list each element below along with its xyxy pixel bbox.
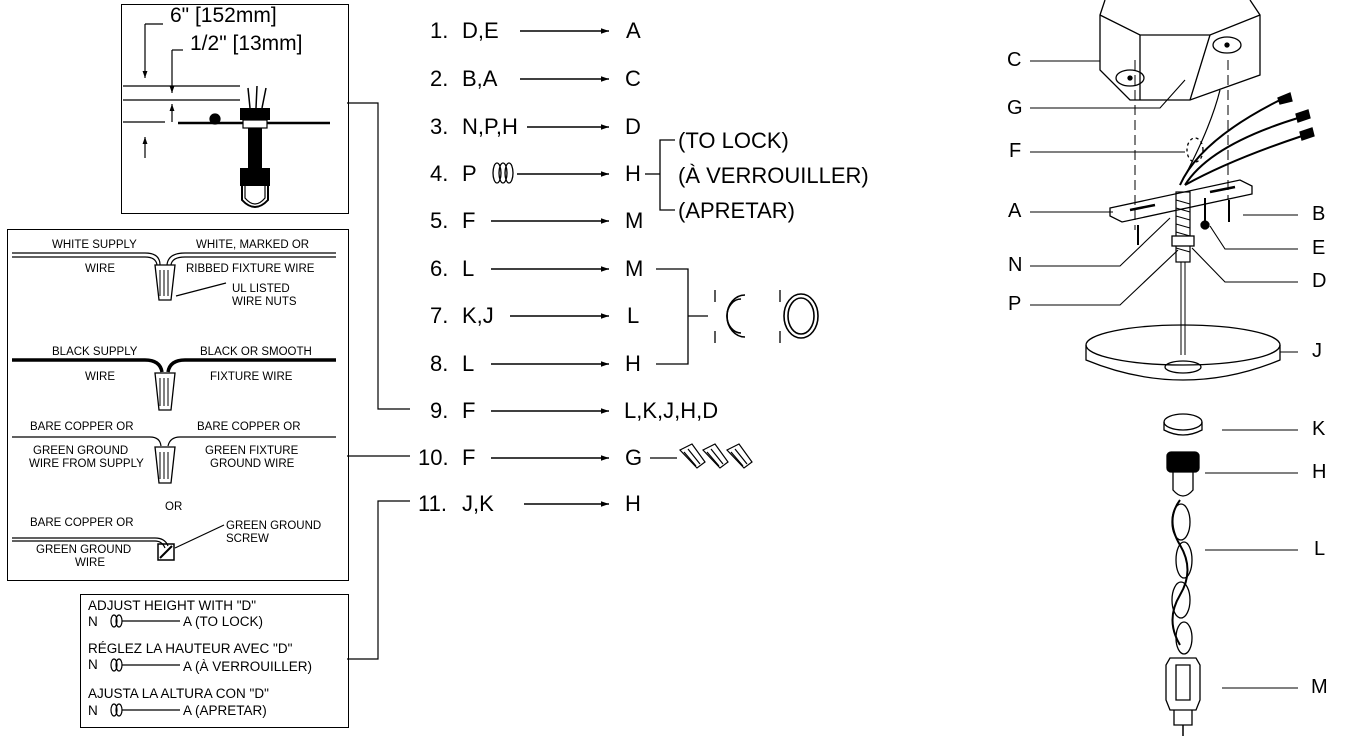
adjust-en-a: A (TO LOCK) bbox=[183, 614, 264, 629]
white-fixture-label-2: RIBBED FIXTURE WIRE bbox=[186, 263, 315, 275]
screw-right-label-2: SCREW bbox=[226, 533, 269, 545]
step-7-num: 7. bbox=[430, 303, 449, 328]
step-3-from: N,P,H bbox=[462, 114, 518, 139]
step-7-from: K,J bbox=[462, 303, 494, 328]
white-supply-label: WHITE SUPPLY bbox=[52, 239, 137, 251]
adjust-es-title: AJUSTA LA ALTURA CON "D" bbox=[88, 686, 269, 701]
lock-note-fr: (À VERROUILLER) bbox=[678, 163, 869, 188]
chain-link-icon bbox=[726, 293, 819, 339]
bare-right-label-2: GREEN FIXTURE bbox=[205, 445, 299, 457]
adjust-fr-a: A (À VERROUILLER) bbox=[183, 659, 313, 674]
part-label-e: E bbox=[1312, 237, 1326, 259]
step-4-to: H bbox=[625, 161, 641, 186]
part-label-m: M bbox=[1311, 676, 1328, 698]
step-1-to: A bbox=[626, 18, 641, 43]
lock-note-es: (APRETAR) bbox=[678, 198, 795, 223]
step-6-to: M bbox=[625, 256, 644, 281]
step-1-num: 1. bbox=[430, 18, 449, 43]
dim-6in-label: 6" [152mm] bbox=[170, 4, 277, 27]
lock-bracket bbox=[645, 139, 675, 211]
step-3-num: 3. bbox=[430, 114, 449, 139]
part-label-p: P bbox=[1008, 293, 1022, 315]
black-supply-wire-label: WIRE bbox=[85, 371, 116, 383]
step-11-to: H bbox=[625, 491, 641, 516]
step-8-to: H bbox=[625, 351, 641, 376]
adjust-fr-title: RÉGLEZ LA HAUTEUR AVEC "D" bbox=[88, 641, 293, 656]
step-10-num: 10. bbox=[418, 445, 449, 470]
bare-left-label-3: WIRE FROM SUPPLY bbox=[29, 458, 144, 470]
bare-left-label-1: BARE COPPER OR bbox=[30, 421, 134, 433]
step-11-num: 11. bbox=[418, 491, 447, 516]
step-5-to: M bbox=[625, 208, 644, 233]
part-label-n: N bbox=[1008, 254, 1023, 276]
step-11-from: J,K bbox=[462, 491, 494, 516]
screw-left-label-2: GREEN GROUND bbox=[36, 544, 132, 556]
step-4-num: 4. bbox=[430, 161, 449, 186]
wiring-instructions-box bbox=[7, 229, 349, 581]
step-2-to: C bbox=[625, 66, 641, 91]
step-10-to: G bbox=[625, 445, 643, 470]
ul-label-1: UL LISTED bbox=[232, 283, 290, 295]
step-3-to: D bbox=[625, 114, 641, 139]
part-label-d: D bbox=[1312, 270, 1327, 292]
step-7-to: L bbox=[627, 303, 640, 328]
screw-left-label-3: WIRE bbox=[75, 557, 106, 569]
step-9-to: L,K,J,H,D bbox=[624, 398, 719, 423]
bare-right-label-1: BARE COPPER OR bbox=[197, 421, 301, 433]
step-8-num: 8. bbox=[430, 351, 449, 376]
wiring-drawings bbox=[12, 252, 336, 561]
part-label-c: C bbox=[1007, 49, 1022, 71]
lock-note-en: (TO LOCK) bbox=[678, 128, 789, 153]
ul-label-2: WIRE NUTS bbox=[232, 296, 297, 308]
black-fixture-label-1: BLACK OR SMOOTH bbox=[200, 346, 312, 358]
adjust-es-n: N bbox=[88, 703, 98, 718]
bare-left-label-2: GREEN GROUND bbox=[33, 445, 129, 457]
adjust-en-title: ADJUST HEIGHT WITH "D" bbox=[88, 598, 257, 613]
part-label-g: G bbox=[1007, 97, 1023, 119]
part-label-l: L bbox=[1314, 538, 1326, 560]
adjust-height-box bbox=[80, 594, 349, 728]
dimension-detail-drawing bbox=[123, 23, 330, 208]
white-supply-wire-label: WIRE bbox=[85, 263, 116, 275]
dim-half-in-label: 1/2" [13mm] bbox=[190, 32, 303, 55]
white-fixture-label-1: WHITE, MARKED OR bbox=[196, 239, 310, 251]
screw-left-label-1: BARE COPPER OR bbox=[30, 517, 134, 529]
part-label-j: J bbox=[1312, 340, 1322, 362]
part-label-b: B bbox=[1312, 203, 1326, 225]
wire-nut-icons bbox=[650, 443, 753, 469]
step-arrows bbox=[491, 28, 609, 507]
step-2-num: 2. bbox=[430, 66, 449, 91]
part-label-a: A bbox=[1008, 200, 1022, 222]
step-2-from: B,A bbox=[462, 66, 498, 91]
fixture-illustration bbox=[1085, 0, 1315, 736]
black-supply-label: BLACK SUPPLY bbox=[52, 346, 138, 358]
part-leader-lines bbox=[1030, 60, 1298, 689]
step-9-from: F bbox=[462, 398, 476, 423]
part-label-h: H bbox=[1312, 461, 1327, 483]
step-8-from: L bbox=[462, 351, 475, 376]
step-9-num: 9. bbox=[430, 398, 449, 423]
step-1-from: D,E bbox=[462, 18, 499, 43]
bare-right-label-3: GROUND WIRE bbox=[210, 458, 295, 470]
step-6-num: 6. bbox=[430, 256, 449, 281]
step-6-from: L bbox=[462, 256, 475, 281]
coil-icon bbox=[492, 162, 514, 184]
step-10-from: F bbox=[462, 445, 476, 470]
adjust-en-n: N bbox=[88, 614, 98, 629]
step-5-num: 5. bbox=[430, 208, 449, 233]
adjust-es-a: A (APRETAR) bbox=[183, 703, 267, 718]
chain-link-bracket bbox=[656, 268, 781, 365]
part-label-k: K bbox=[1312, 418, 1326, 440]
dimension-detail-box bbox=[121, 4, 349, 214]
step-4-from: P bbox=[462, 161, 477, 186]
adjust-coil-symbols bbox=[110, 614, 180, 717]
box-connectors bbox=[347, 102, 410, 660]
part-label-f: F bbox=[1009, 140, 1022, 162]
adjust-fr-n: N bbox=[88, 657, 98, 672]
step-5-from: F bbox=[462, 208, 476, 233]
screw-right-label-1: GREEN GROUND bbox=[226, 520, 322, 532]
black-fixture-label-2: FIXTURE WIRE bbox=[210, 371, 293, 383]
or-label: OR bbox=[165, 501, 183, 513]
